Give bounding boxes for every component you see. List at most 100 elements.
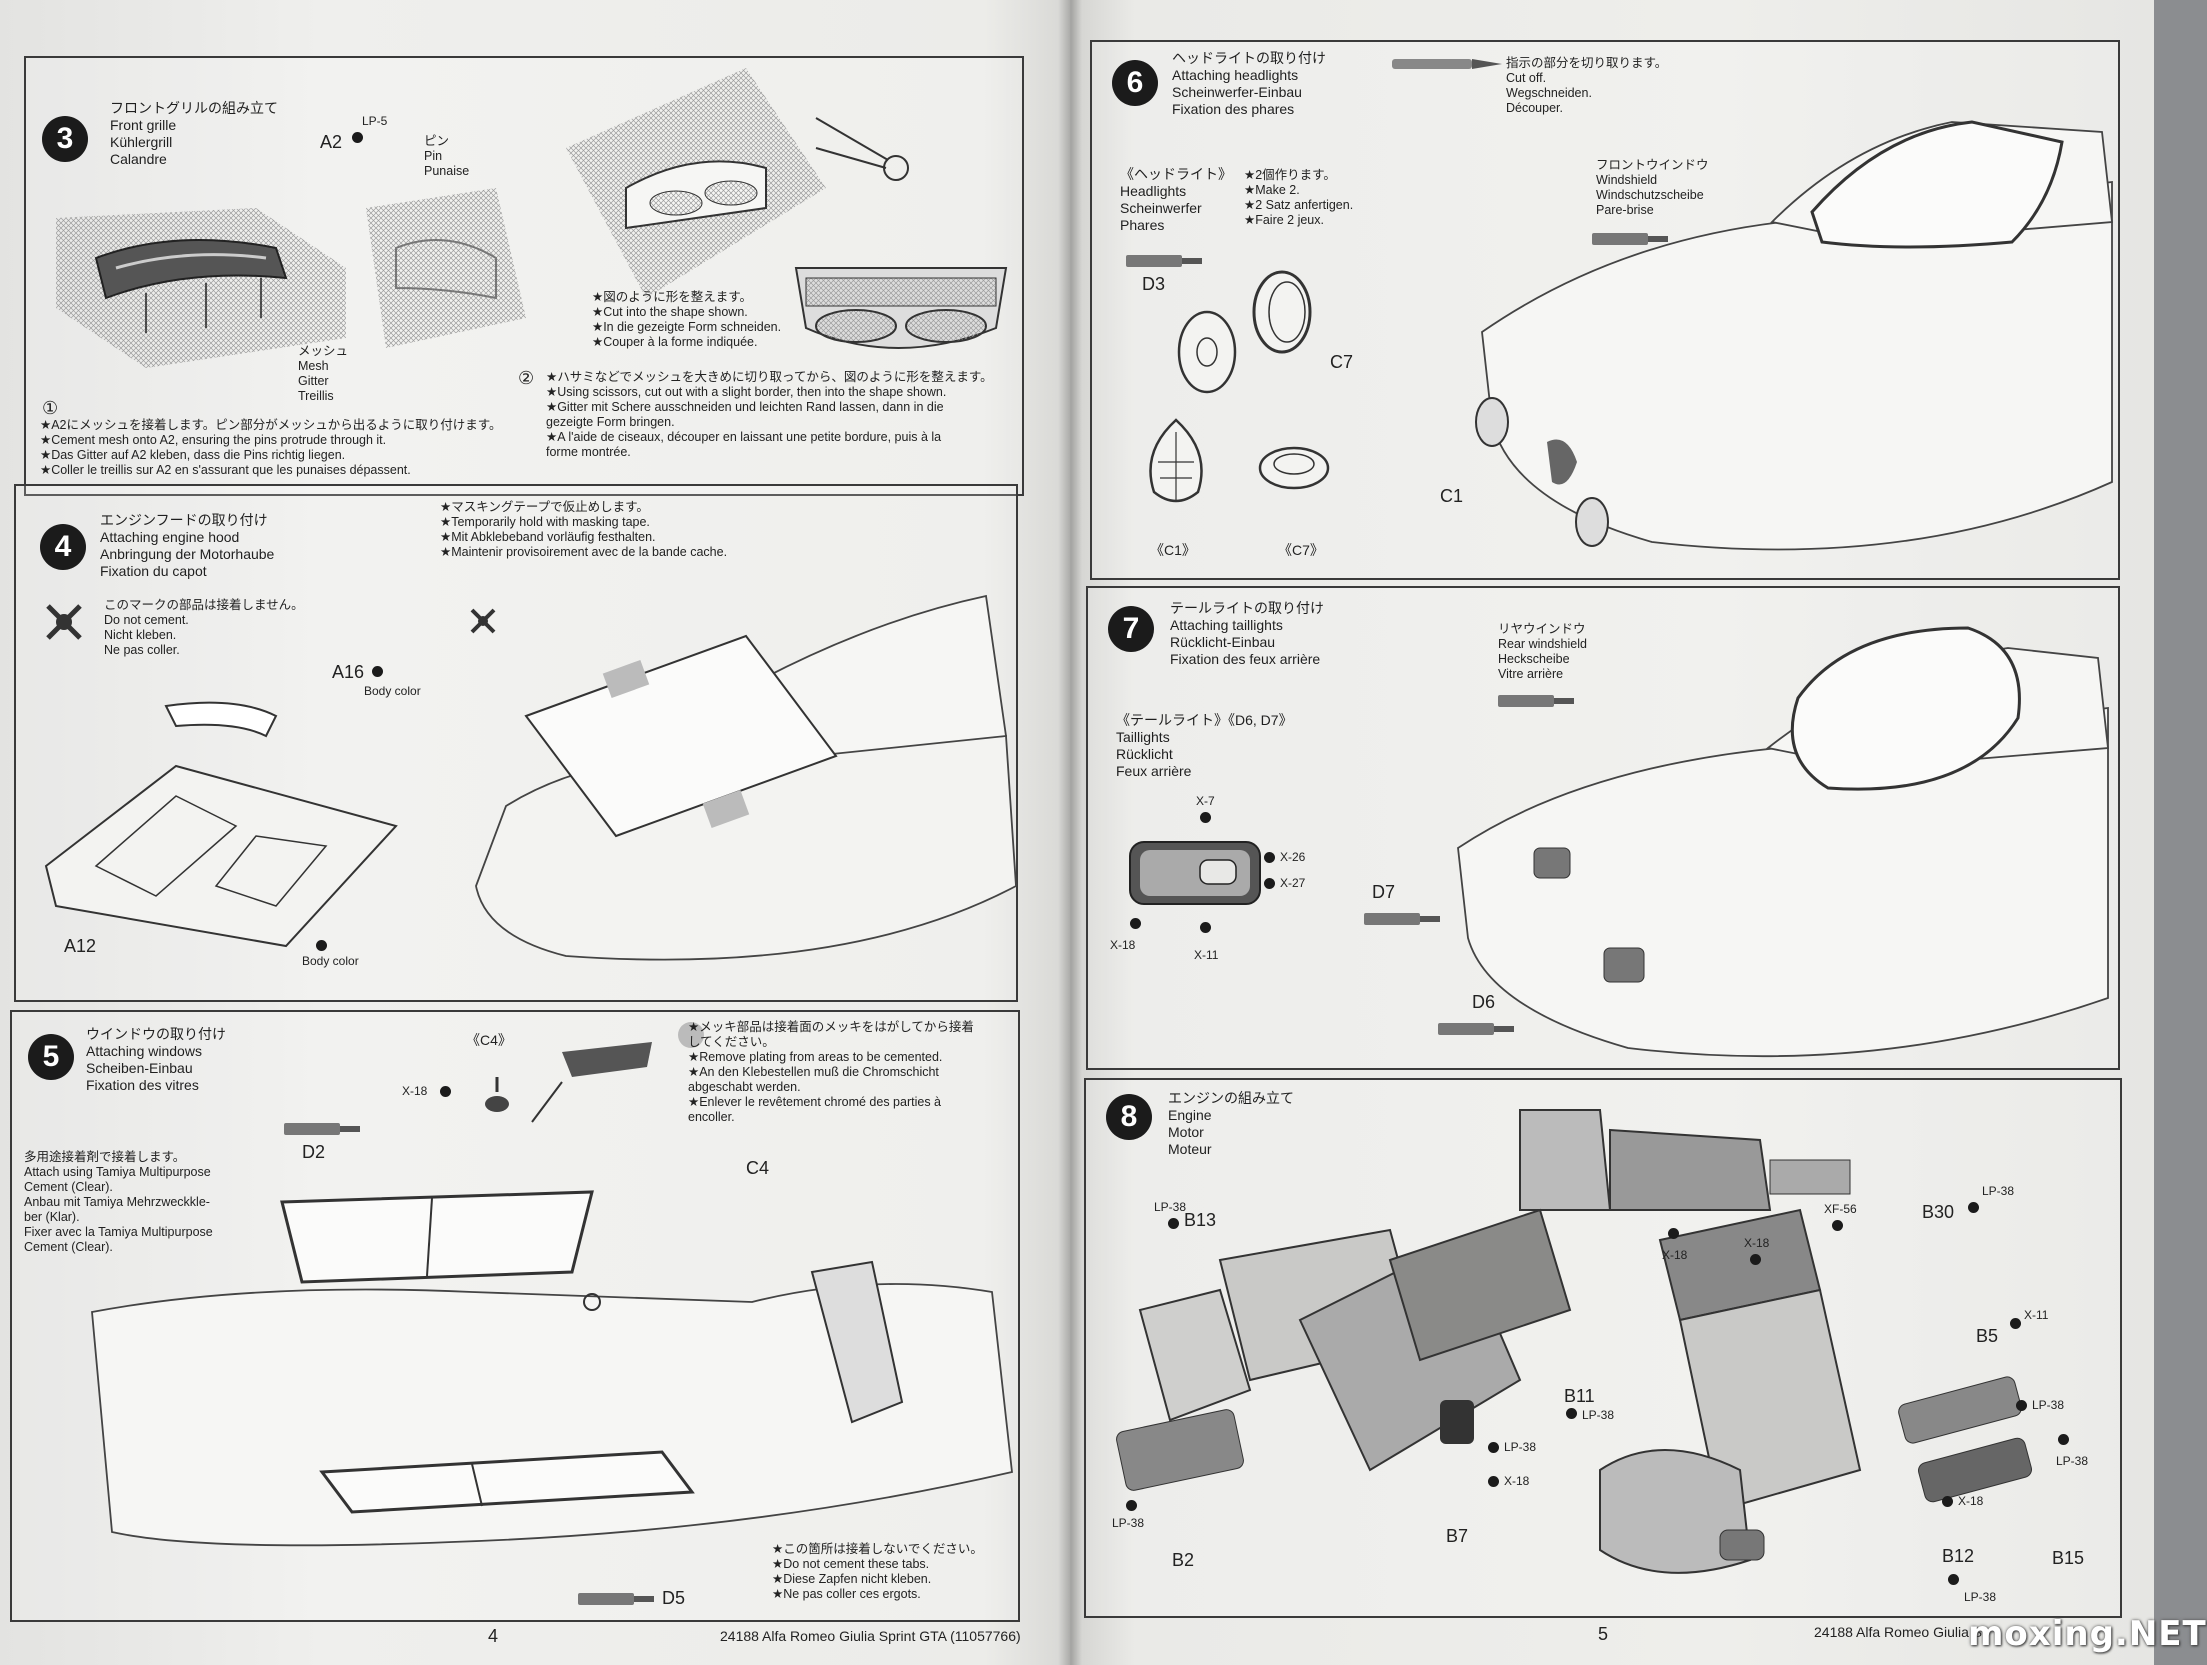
- step3-title-jp: フロントグリルの組み立て: [110, 100, 278, 116]
- step3-number: 3: [42, 116, 88, 162]
- paint-dot-icon: [1168, 1218, 1179, 1229]
- step4-part-a16: A16: [332, 662, 365, 682]
- paint-dot-icon: [1488, 1442, 1499, 1453]
- step5-panel: 5 ウインドウの取り付け Attaching windows Scheiben-…: [10, 1010, 1020, 1622]
- step5-part-d5: D5: [662, 1588, 686, 1608]
- step3-title: フロントグリルの組み立て Front grille Kühlergrill Ca…: [110, 100, 278, 168]
- paint-dot-icon: [1968, 1202, 1979, 1213]
- cement-tube-icon: [1438, 1023, 1514, 1035]
- step8-lp38-c: LP-38: [1582, 1408, 1615, 1422]
- no-cement-icon: [470, 608, 496, 634]
- step3-part-a2: A2: [320, 132, 343, 152]
- step4-no-cement: このマークの部品は接着しません。 Do not cement. Nicht kl…: [104, 598, 304, 657]
- paint-dot-icon: [1264, 878, 1275, 889]
- step6-car-drawing: [1475, 120, 2113, 551]
- step8-panel: 8 エンジンの組み立て Engine Motor Moteur LP-38 B1…: [1084, 1078, 2122, 1618]
- step4-body-color-2: Body color: [302, 954, 359, 968]
- step7-rear-label: リヤウインドウ Rear windshield Heckscheibe Vitr…: [1498, 622, 1587, 681]
- scissors-icon: [815, 117, 909, 181]
- step8-part-b13: B13: [1184, 1210, 1217, 1230]
- cement-tube-icon: [284, 1123, 360, 1135]
- paint-dot-icon: [1130, 918, 1141, 929]
- step4-hood-drawing: [44, 701, 398, 948]
- paint-dot-icon: [2010, 1318, 2021, 1329]
- step7-taillight-drawing: [1129, 841, 1261, 905]
- step5-c4-label: 《C4》: [466, 1032, 512, 1048]
- step6-c1-label: 《C1》: [1150, 542, 1196, 558]
- paint-dot-icon: [1750, 1254, 1761, 1265]
- paint-dot-icon: [2016, 1400, 2027, 1411]
- step8-title: エンジンの組み立て Engine Motor Moteur: [1168, 1090, 1294, 1157]
- step7-part-d6: D6: [1472, 992, 1496, 1012]
- step7-car-drawing: [1457, 626, 2109, 1058]
- step8-lp38-f: LP-38: [2032, 1398, 2065, 1412]
- left-page-number: 4: [488, 1626, 499, 1646]
- step8-lp38-h: LP-38: [1964, 1590, 1997, 1604]
- step3-title-fr: Calandre: [110, 151, 167, 167]
- step6-c7-drawing: [1258, 446, 1330, 490]
- step8-x18-a: X-18: [1504, 1474, 1530, 1488]
- right-footer: 24188 Alfa Romeo Giulia Sp: [1814, 1624, 1990, 1640]
- step8-x18-b: X-18: [1662, 1248, 1688, 1262]
- cement-tube-icon: [1592, 233, 1668, 245]
- cement-tube-icon: [578, 1593, 654, 1605]
- knife-icon: [1392, 59, 1502, 69]
- step6-title: ヘッドライトの取り付け Attaching headlights Scheinw…: [1172, 50, 1326, 117]
- step3-panel: 3 フロントグリルの組み立て Front grille Kühlergrill …: [24, 56, 1024, 496]
- step8-part-b15: B15: [2052, 1548, 2085, 1568]
- step6-part-c7: C7: [1330, 352, 1354, 372]
- step3-circle-2: ②: [518, 368, 535, 388]
- step5-number: 5: [28, 1034, 74, 1080]
- step4-panel: 4 エンジンフードの取り付け Attaching engine hood Anb…: [14, 484, 1018, 1002]
- step6-cutoff: 指示の部分を切り取ります。 Cut off. Wegschneiden. Déc…: [1506, 56, 1668, 115]
- step3-cut-drawing: [566, 68, 826, 298]
- step3-title-de: Kühlergrill: [110, 134, 173, 150]
- paint-dot-icon: [1832, 1220, 1843, 1231]
- paint-dot-icon: [2058, 1434, 2069, 1445]
- paint-dot-icon: [372, 666, 383, 677]
- no-cement-icon: [46, 604, 82, 640]
- step7-x27: X-27: [1280, 876, 1306, 890]
- step5-body-drawing: [91, 1190, 1013, 1547]
- step6-part-d3: D3: [1142, 274, 1166, 294]
- step6-panel: 6 ヘッドライトの取り付け Attaching headlights Schei…: [1090, 40, 2120, 580]
- step8-lp38-b: LP-38: [1112, 1516, 1145, 1530]
- paint-dot-icon: [1264, 852, 1275, 863]
- step4-tape-note: ★マスキングテープで仮止めします。 ★Temporarily hold with…: [440, 500, 728, 559]
- step4-car-drawing: [475, 594, 1017, 961]
- step8-part-b2: B2: [1172, 1550, 1195, 1570]
- chrome-scrape-icon: [678, 1022, 704, 1048]
- cement-tube-icon: [1126, 255, 1202, 267]
- step3-grille-mesh-drawing: [366, 188, 526, 348]
- step3-grille-drawing: [56, 208, 346, 368]
- step3-pin-label: ピン Pin Punaise: [424, 134, 470, 178]
- step7-x7: X-7: [1196, 794, 1215, 808]
- step5-title: ウインドウの取り付け Attaching windows Scheiben-Ei…: [86, 1026, 226, 1093]
- step8-part-b5: B5: [1976, 1326, 1999, 1346]
- step7-number: 7: [1108, 606, 1154, 652]
- step6-headlight-parts-drawing: [1177, 270, 1312, 394]
- paint-dot-icon: [352, 132, 363, 143]
- step4-part-a12: A12: [64, 936, 97, 956]
- step7-taillights-label: 《テールライト》《D6, D7》 Taillights Rücklicht Fe…: [1116, 712, 1293, 779]
- paint-dot-icon: [1200, 922, 1211, 933]
- step6-c1-drawing: [1149, 418, 1203, 503]
- paint-dot-icon: [1126, 1500, 1137, 1511]
- step5-chrome-note: ★メッキ部品は接着面のメッキをはがしてから接着 してください。 ★Remove …: [688, 1020, 974, 1124]
- step7-title: テールライトの取り付け Attaching taillights Rücklic…: [1170, 600, 1324, 667]
- step7-x18: X-18: [1110, 938, 1136, 952]
- step7-panel: 7 テールライトの取り付け Attaching taillights Rückl…: [1086, 586, 2120, 1070]
- cement-tube-icon: [1364, 913, 1440, 925]
- right-page-number: 5: [1598, 1624, 1609, 1644]
- step8-engine-drawing: [1116, 1109, 2033, 1574]
- paint-dot-icon: [1488, 1476, 1499, 1487]
- step7-part-d7: D7: [1372, 882, 1396, 902]
- step8-x18-c: X-18: [1744, 1236, 1770, 1250]
- step8-part-b12: B12: [1942, 1546, 1975, 1566]
- step8-x18-d: X-18: [1958, 1494, 1984, 1508]
- step5-mirror-drawing: [485, 1042, 652, 1123]
- step3-note-1: ★A2にメッシュを接着します。ピン部分がメッシュから出るように取り付けます。 ★…: [40, 418, 502, 477]
- step7-x11: X-11: [1194, 948, 1219, 962]
- step3-circle-1: ①: [42, 398, 59, 418]
- step5-part-d2: D2: [302, 1142, 326, 1162]
